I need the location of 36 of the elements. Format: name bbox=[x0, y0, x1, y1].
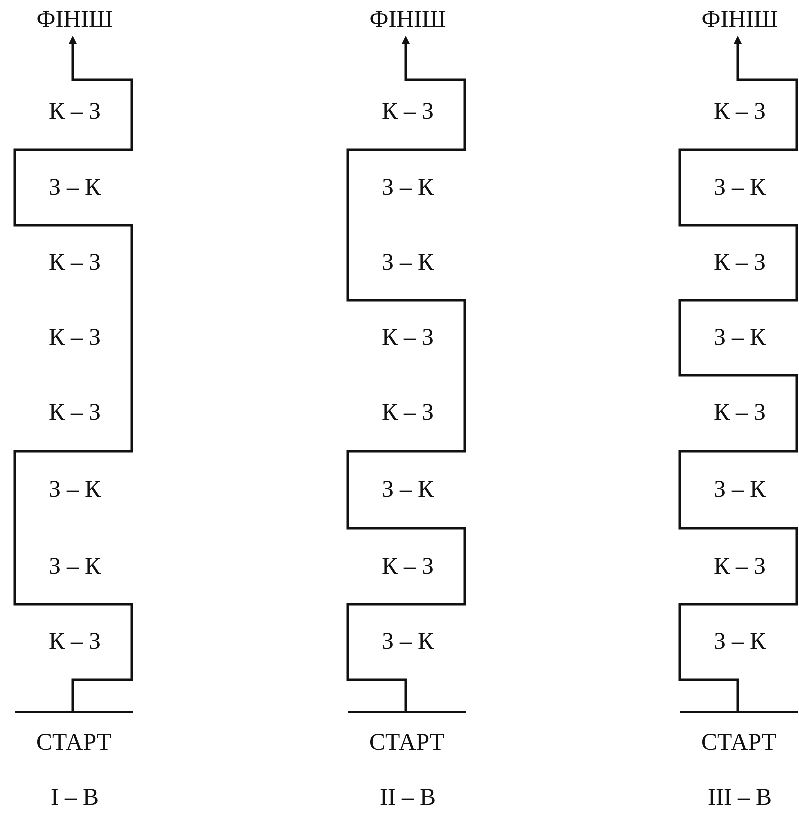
variant-label: III – В bbox=[708, 784, 772, 812]
finish-text: ФІНІШ bbox=[370, 6, 446, 34]
step-label: З – К bbox=[48, 476, 102, 504]
step-label: К – З bbox=[714, 399, 766, 427]
step-label: К – З bbox=[48, 324, 102, 352]
step-label: К – З bbox=[382, 553, 434, 581]
step-label: К – З bbox=[48, 249, 102, 277]
step-label: З – К bbox=[48, 174, 102, 202]
step-label: З – К bbox=[382, 476, 434, 504]
step-label: К – З bbox=[382, 324, 434, 352]
start-line: СТАРТ bbox=[348, 711, 466, 757]
variant-label: I – В bbox=[51, 784, 99, 812]
step-label: К – З bbox=[48, 628, 102, 656]
route-arrow bbox=[14, 36, 134, 711]
route-arrow bbox=[346, 36, 466, 711]
variant-label: II – В bbox=[380, 784, 436, 812]
step-label: З – К bbox=[714, 628, 766, 656]
step-label: К – З bbox=[714, 249, 766, 277]
step-label: З – К bbox=[382, 174, 434, 202]
step-label: З – К bbox=[714, 324, 766, 352]
step-label: К – З bbox=[382, 98, 434, 126]
start-line: СТАРТ bbox=[680, 711, 798, 757]
step-label: З – К bbox=[382, 628, 434, 656]
route-arrow bbox=[678, 36, 798, 711]
start-line: СТАРТ bbox=[15, 711, 133, 757]
step-label: К – З bbox=[382, 399, 434, 427]
step-label: З – К bbox=[714, 174, 766, 202]
finish-text: ФІНІШ bbox=[36, 6, 114, 34]
step-label: З – К bbox=[48, 553, 102, 581]
step-label: З – К bbox=[714, 476, 766, 504]
step-label: К – З bbox=[48, 399, 102, 427]
step-label: К – З bbox=[48, 98, 102, 126]
step-label: К – З bbox=[714, 553, 766, 581]
step-label: З – К bbox=[382, 249, 434, 277]
step-label: К – З bbox=[714, 98, 766, 126]
finish-text: ФІНІШ bbox=[702, 6, 778, 34]
